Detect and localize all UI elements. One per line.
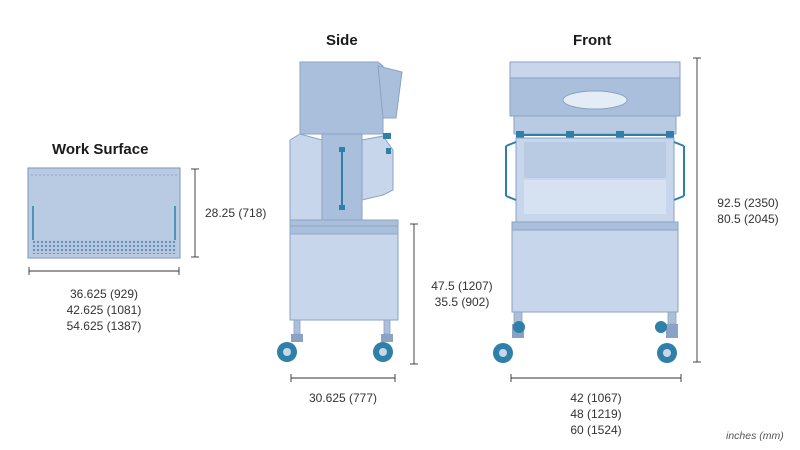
front-width-labels: 42 (1067) 48 (1219) 60 (1524) — [546, 390, 646, 438]
side-depth-label: 30.625 (777) — [308, 391, 378, 405]
front-height-dim-line — [693, 57, 701, 363]
work-surface-width-label: 54.625 (1387) — [66, 319, 142, 333]
work-surface-width-label: 42.625 (1081) — [66, 303, 142, 317]
units-note: inches (mm) — [726, 430, 784, 442]
side-height-dim-line — [410, 223, 418, 365]
work-surface-view — [27, 167, 181, 259]
side-height-label: 47.5 (1207) — [431, 279, 493, 293]
side-depth-dim-line — [290, 374, 396, 382]
front-height-labels: 92.5 (2350) 80.5 (2045) — [702, 195, 794, 227]
work-surface-height-label: 28.25 (718) — [205, 206, 267, 220]
front-badge-window — [562, 90, 628, 110]
front-height-label: 92.5 (2350) — [717, 196, 779, 210]
work-surface-title: Work Surface — [52, 141, 149, 158]
work-surface-width-label: 36.625 (929) — [69, 287, 139, 301]
front-view — [493, 61, 685, 363]
side-height-labels: 47.5 (1207) 35.5 (902) — [422, 278, 502, 310]
front-height-label: 80.5 (2045) — [717, 212, 779, 226]
front-width-dim-line — [510, 374, 682, 382]
perforated-grille — [32, 240, 176, 254]
side-view — [277, 61, 403, 362]
front-width-label: 60 (1524) — [570, 423, 622, 437]
work-surface-height-dim-line — [191, 168, 199, 258]
side-height-label: 35.5 (902) — [434, 295, 490, 309]
front-width-label: 48 (1219) — [570, 407, 622, 421]
front-title: Front — [573, 32, 612, 49]
side-title: Side — [326, 32, 358, 49]
work-surface-width-labels: 36.625 (929) 42.625 (1081) 54.625 (1387) — [44, 286, 164, 334]
front-width-label: 42 (1067) — [570, 391, 622, 405]
work-surface-width-dim-line — [28, 267, 180, 275]
